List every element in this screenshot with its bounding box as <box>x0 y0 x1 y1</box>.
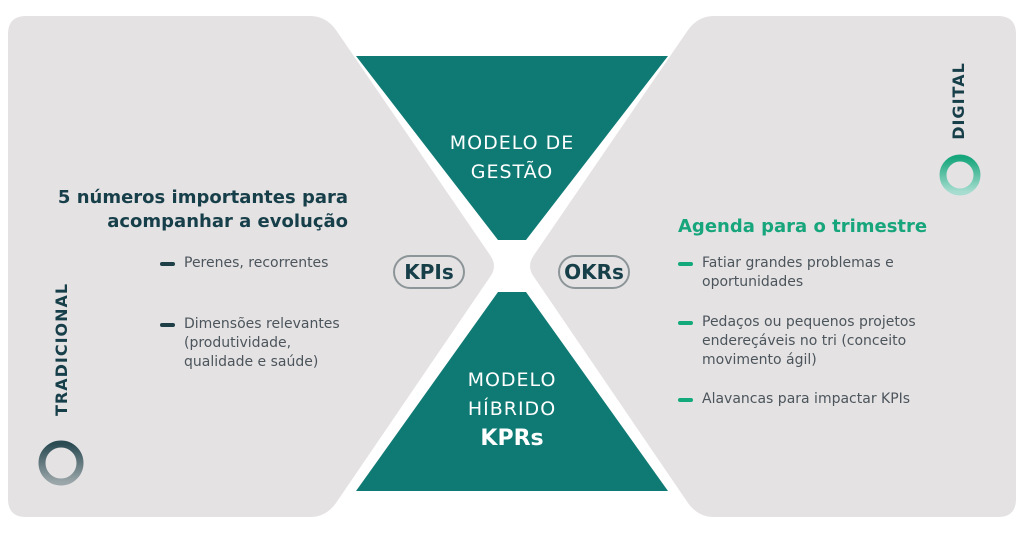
modelo-hibrido: MODELO HÍBRIDO <box>412 366 612 424</box>
bullet-dash <box>160 262 175 266</box>
hourglass-top <box>356 56 668 240</box>
bullet-dash <box>678 398 693 402</box>
center-top-line-2: GESTÃO <box>470 161 554 183</box>
center-bottom-line-1: MODELO <box>467 369 557 391</box>
center-top-line-1: MODELO DE <box>449 132 575 154</box>
right-bullet-2: Pedaços ou pequenos projetos endereçávei… <box>678 313 916 370</box>
center-bottom-line-2: HÍBRIDO <box>467 398 557 420</box>
right-bullet-3-text: Alavancas para impactar KPIs <box>702 391 911 407</box>
okrs-pill: OKRs <box>558 255 630 289</box>
right-bullet-1: Fatiar grandes problemas e oportunidades <box>678 254 894 292</box>
digital-ring-icon <box>939 154 981 196</box>
left-panel-shape <box>8 16 494 517</box>
bullet-dash <box>160 323 175 327</box>
kprs-label: KPRs <box>480 426 544 451</box>
right-bullet-2-line-2: endereçáveis no tri (conceito <box>702 333 907 349</box>
left-title-line-1: 5 números importantes para <box>57 187 348 208</box>
left-bullet-2-line-3: qualidade e saúde) <box>184 354 319 370</box>
right-panel-shape <box>530 16 1016 517</box>
left-bullet-1-text: Perenes, recorrentes <box>184 255 329 271</box>
left-title-line-2: acompanhar a evolução <box>107 211 348 232</box>
modelo-de-gestao: MODELO DE GESTÃO <box>412 129 612 187</box>
left-panel-title: 5 números importantes para acompanhar a … <box>30 186 348 234</box>
right-bullet-1-line-1: Fatiar grandes problemas e <box>702 255 894 271</box>
tradicional-ring-icon <box>38 440 84 486</box>
right-panel-title: Agenda para o trimestre <box>678 216 928 237</box>
bullet-dash <box>678 262 693 266</box>
right-bullet-3: Alavancas para impactar KPIs <box>678 390 910 409</box>
left-bullet-2: Dimensões relevantes (produtividade, qua… <box>160 315 340 372</box>
kpis-pill: KPIs <box>393 255 465 289</box>
digital-label: DIGITAL <box>949 62 968 140</box>
hourglass-bottom <box>356 292 668 491</box>
left-bullet-2-line-1: Dimensões relevantes <box>184 316 340 332</box>
right-bullet-1-line-2: oportunidades <box>702 274 804 290</box>
left-bullet-1: Perenes, recorrentes <box>160 254 328 273</box>
tradicional-label: TRADICIONAL <box>52 282 71 416</box>
right-bullet-2-line-3: movimento ágil) <box>702 352 817 368</box>
right-bullet-2-line-1: Pedaços ou pequenos projetos <box>702 314 916 330</box>
left-bullet-2-line-2: (produtividade, <box>184 335 292 351</box>
bullet-dash <box>678 321 693 325</box>
